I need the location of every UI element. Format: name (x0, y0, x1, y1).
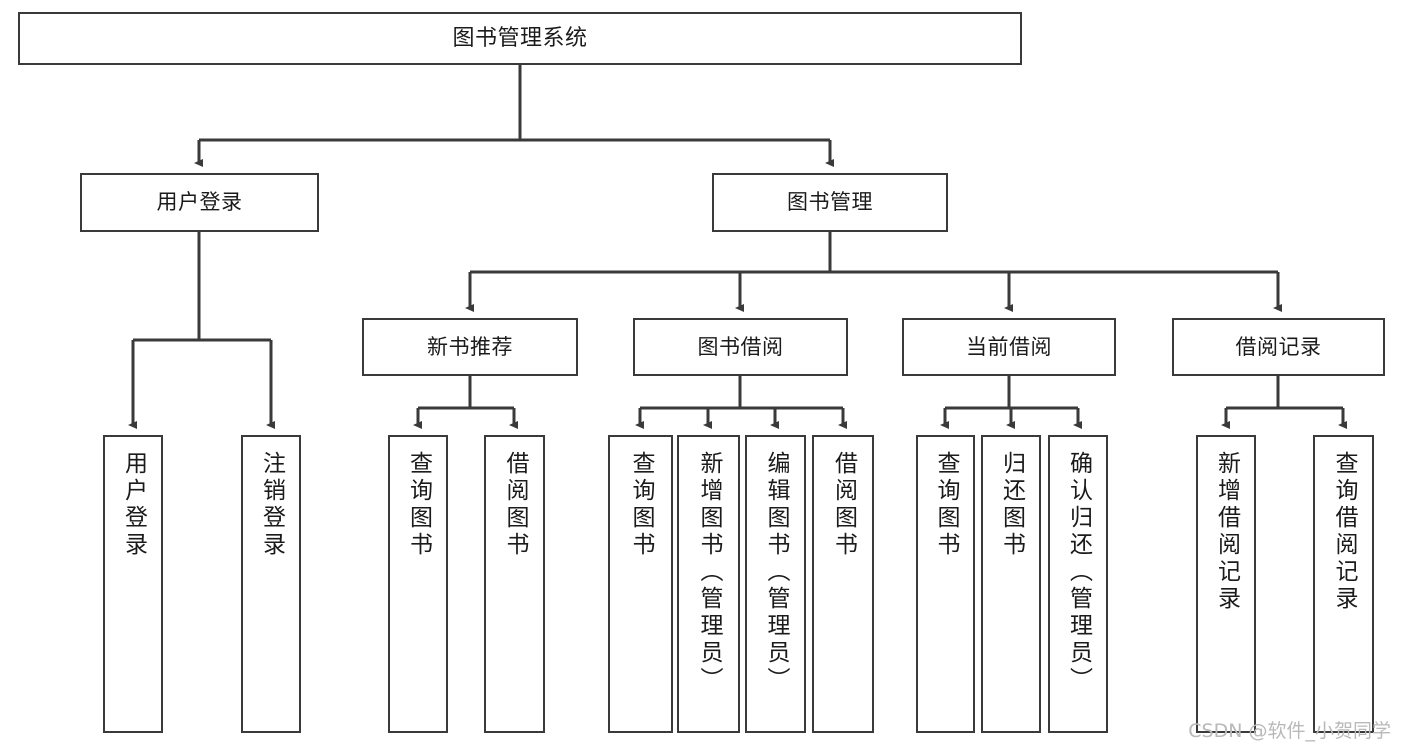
node-current-borrow-label: 当前借阅 (966, 334, 1052, 359)
node-leaf-borrow-book-label: 借阅图书 (830, 451, 857, 559)
node-leaf-borrow-book-rec-label: 借阅图书 (502, 451, 528, 559)
node-root[interactable]: 图书管理系统 (18, 12, 1022, 65)
node-leaf-user-login[interactable]: 用户登录 (103, 435, 163, 733)
node-book-manage[interactable]: 图书管理 (712, 173, 948, 232)
node-leaf-query-book-cur-label: 查询图书 (933, 451, 959, 559)
node-book-manage-label: 图书管理 (787, 190, 873, 215)
node-borrow-record[interactable]: 借阅记录 (1172, 318, 1385, 376)
node-user-login[interactable]: 用户登录 (80, 173, 319, 232)
node-leaf-return-book-label: 归还图书 (998, 451, 1025, 559)
watermark-text: CSDN @软件_小贺同学 (1188, 720, 1391, 742)
node-user-login-label: 用户登录 (156, 190, 243, 215)
node-leaf-confirm-return[interactable]: 确认归还（管理员） (1048, 435, 1108, 733)
node-leaf-borrow-book-rec[interactable]: 借阅图书 (484, 435, 545, 733)
node-leaf-edit-book-label: 编辑图书（管理员） (763, 451, 789, 694)
node-leaf-add-book[interactable]: 新增图书（管理员） (677, 435, 740, 733)
node-book-borrow[interactable]: 图书借阅 (633, 318, 848, 376)
node-leaf-edit-book[interactable]: 编辑图书（管理员） (745, 435, 806, 733)
node-leaf-add-record-label: 新增借阅记录 (1213, 451, 1240, 613)
node-book-borrow-label: 图书借阅 (697, 334, 784, 359)
node-new-book-rec[interactable]: 新书推荐 (362, 318, 578, 376)
node-leaf-query-book[interactable]: 查询图书 (608, 435, 673, 733)
node-leaf-add-record[interactable]: 新增借阅记录 (1196, 435, 1256, 733)
node-root-label: 图书管理系统 (452, 25, 588, 51)
node-leaf-query-book-cur[interactable]: 查询图书 (916, 435, 975, 733)
node-new-book-rec-label: 新书推荐 (427, 334, 513, 359)
node-leaf-query-book-label: 查询图书 (628, 451, 654, 559)
node-current-borrow[interactable]: 当前借阅 (902, 318, 1116, 376)
node-borrow-record-label: 借阅记录 (1235, 334, 1322, 359)
node-leaf-query-book-rec[interactable]: 查询图书 (388, 435, 448, 733)
node-leaf-query-record[interactable]: 查询借阅记录 (1313, 435, 1374, 733)
node-leaf-add-book-label: 新增图书（管理员） (696, 451, 722, 694)
node-leaf-return-book[interactable]: 归还图书 (981, 435, 1041, 733)
node-leaf-user-logout-label: 注销登录 (258, 451, 285, 559)
node-leaf-user-logout[interactable]: 注销登录 (241, 435, 301, 733)
node-leaf-borrow-book[interactable]: 借阅图书 (812, 435, 874, 733)
node-leaf-user-login-label: 用户登录 (120, 451, 147, 559)
node-leaf-confirm-return-label: 确认归还（管理员） (1065, 451, 1092, 694)
node-leaf-query-record-label: 查询借阅记录 (1331, 451, 1357, 613)
node-leaf-query-book-rec-label: 查询图书 (405, 451, 432, 559)
